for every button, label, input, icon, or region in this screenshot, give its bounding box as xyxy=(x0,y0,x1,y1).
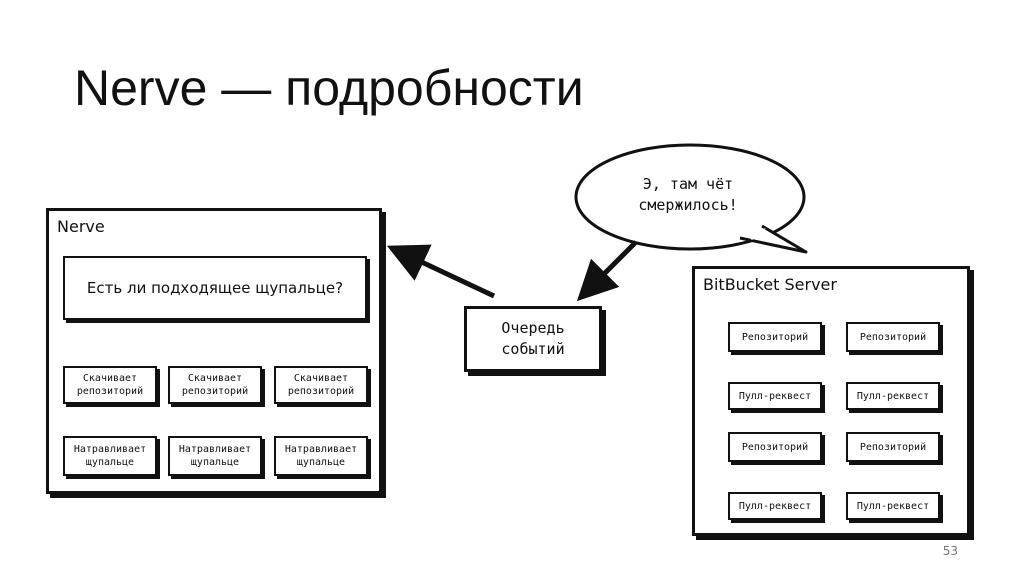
repository-box-3: Репозиторий xyxy=(728,432,822,462)
download-repo-text: Скачивает репозиторий xyxy=(76,373,144,397)
apply-tentacle-box-3: Натравливает щупальце xyxy=(274,436,368,476)
repository-text: Репозиторий xyxy=(859,441,927,453)
pull-request-box-2: Пулл-реквест xyxy=(846,382,940,410)
tentacle-question-text: Есть ли подходящее щупальце? xyxy=(86,279,344,297)
arrow-bubble-to-queue xyxy=(576,240,638,302)
repository-text: Репозиторий xyxy=(741,331,809,343)
pull-request-text: Пулл-реквест xyxy=(856,390,930,402)
pull-request-text: Пулл-реквест xyxy=(738,500,812,512)
bitbucket-label: BitBucket Server xyxy=(703,275,837,294)
repository-box-2: Репозиторий xyxy=(846,322,940,352)
event-queue-box: Очередь событий xyxy=(464,306,602,372)
download-repo-text: Скачивает репозиторий xyxy=(181,373,249,397)
event-queue-label: Очередь событий xyxy=(501,319,565,358)
pull-request-text: Пулл-реквест xyxy=(856,500,930,512)
nerve-label: Nerve xyxy=(57,217,105,236)
repository-text: Репозиторий xyxy=(741,441,809,453)
pull-request-box-4: Пулл-реквест xyxy=(846,492,940,520)
repository-text: Репозиторий xyxy=(859,331,927,343)
speech-bubble-text: Э, там чёт смержилось! xyxy=(638,175,738,214)
tentacle-question-box: Есть ли подходящее щупальце? xyxy=(63,256,367,320)
repository-box-4: Репозиторий xyxy=(846,432,940,462)
apply-tentacle-box-2: Натравливает щупальце xyxy=(168,436,262,476)
apply-tentacle-text: Натравливает щупальце xyxy=(73,444,147,468)
pull-request-box-1: Пулл-реквест xyxy=(728,382,822,410)
repository-box-1: Репозиторий xyxy=(728,322,822,352)
pull-request-text: Пулл-реквест xyxy=(738,390,812,402)
download-repo-box-1: Скачивает репозиторий xyxy=(63,366,157,404)
download-repo-box-3: Скачивает репозиторий xyxy=(274,366,368,404)
page-number: 53 xyxy=(942,544,958,558)
speech-bubble xyxy=(574,143,808,254)
apply-tentacle-text: Натравливает щупальце xyxy=(284,444,358,468)
download-repo-box-2: Скачивает репозиторий xyxy=(168,366,262,404)
apply-tentacle-box-1: Натравливает щупальце xyxy=(63,436,157,476)
apply-tentacle-text: Натравливает щупальце xyxy=(178,444,252,468)
slide-title: Nerve — подробности xyxy=(74,60,584,116)
arrow-queue-to-nerve xyxy=(386,244,496,299)
pull-request-box-3: Пулл-реквест xyxy=(728,492,822,520)
download-repo-text: Скачивает репозиторий xyxy=(287,373,355,397)
